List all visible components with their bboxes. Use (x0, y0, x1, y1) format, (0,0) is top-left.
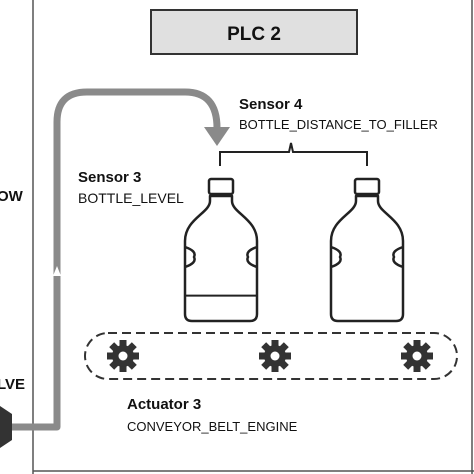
flow-arrow-icon (204, 127, 230, 146)
plc-box: PLC 2 (150, 9, 358, 55)
left-edge-lower-fragment: LVE (0, 376, 25, 393)
conveyor-belt (84, 332, 458, 380)
plc-label: PLC 2 (227, 24, 281, 45)
sensor3-title: Sensor 3 (78, 169, 141, 186)
sensor3-variable: BOTTLE_LEVEL (78, 190, 184, 206)
gear-icon (259, 340, 291, 372)
valve-icon (0, 406, 12, 448)
flow-pipe (8, 88, 221, 431)
actuator3-title: Actuator 3 (127, 396, 201, 413)
sensor4-variable: BOTTLE_DISTANCE_TO_FILLER (239, 117, 438, 132)
bottle-left-icon (183, 177, 259, 323)
gear-icon (107, 340, 139, 372)
sensor4-title: Sensor 4 (239, 96, 303, 113)
bottle-right-icon (329, 177, 405, 323)
bottle-left (183, 177, 259, 323)
sensor4-bracket (219, 142, 368, 166)
gear-icon (401, 340, 433, 372)
conveyor-belt-outline (84, 332, 458, 380)
bottle-right (329, 177, 405, 323)
actuator3-variable: CONVEYOR_BELT_ENGINE (127, 419, 298, 434)
pipe-direction-arrow-icon (53, 266, 61, 276)
left-edge-upper-fragment: OW (0, 188, 24, 205)
